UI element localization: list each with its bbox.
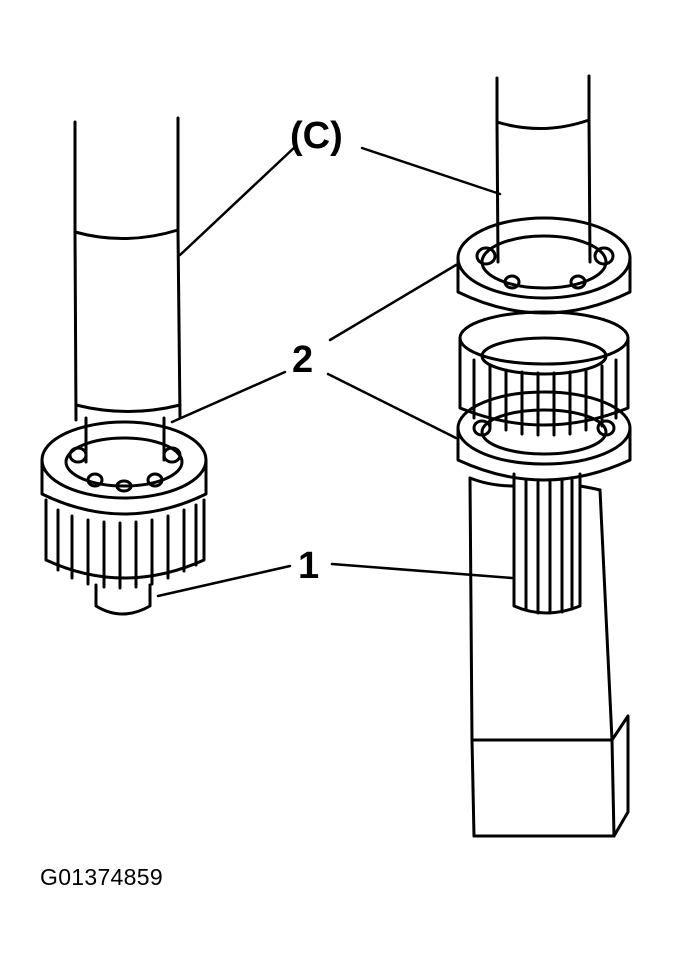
leader-lines: [156, 144, 514, 598]
left-bearing: [40, 420, 208, 516]
right-splined-shaft: [512, 472, 582, 615]
figure-id-label: G01374859: [40, 864, 163, 890]
callout-shaft: 1: [298, 545, 319, 587]
right-upper-bearing: [456, 216, 632, 315]
left-pinion-gear: [44, 498, 206, 616]
right-press-tool: [495, 74, 592, 264]
right-pinion-gear: [458, 310, 630, 437]
left-press-tool: [73, 116, 182, 464]
callout-tool-c: (C): [290, 115, 343, 157]
callout-bearing: 2: [292, 339, 313, 381]
right-lower-bearing: [456, 390, 632, 482]
holding-fixture: [468, 476, 630, 838]
